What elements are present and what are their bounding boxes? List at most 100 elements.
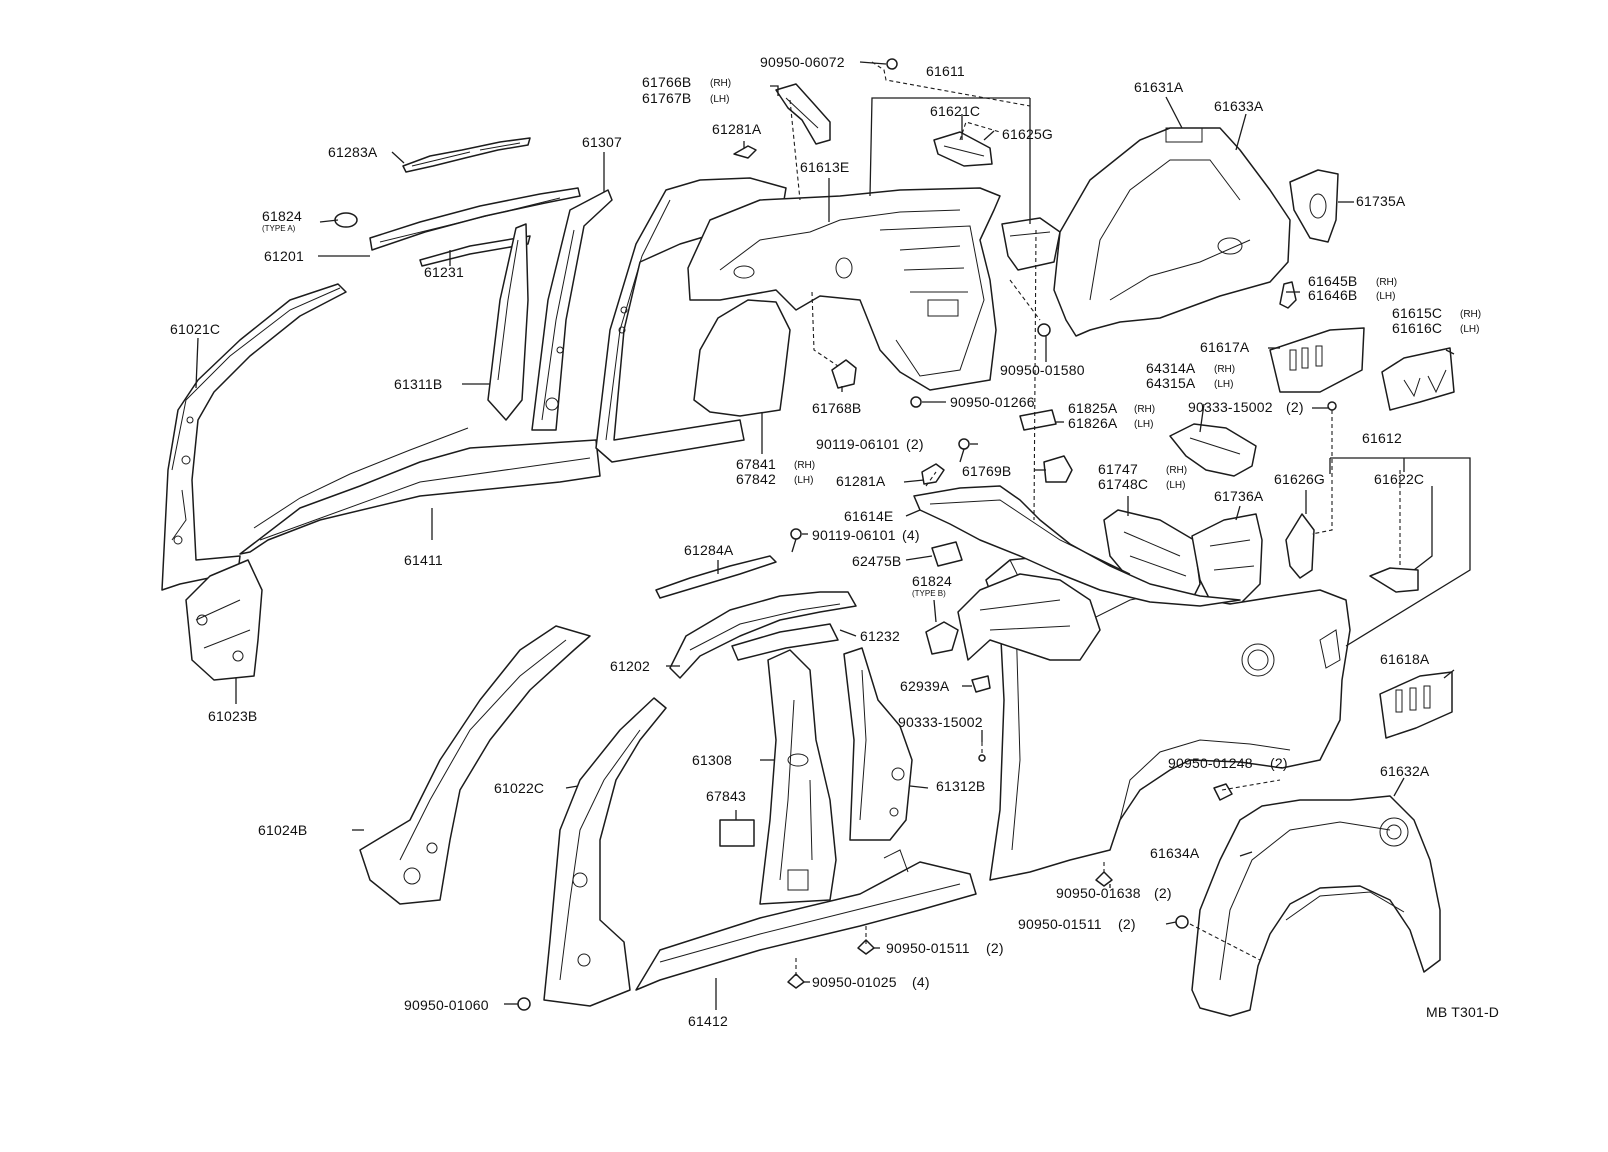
part-90333-15002a-shape (1327, 401, 1337, 411)
part-90950-01266-shape (910, 396, 922, 408)
label-90950-01511-b-qty: (2) (1118, 916, 1136, 932)
part-61618a-shape (1379, 671, 1453, 739)
label-61631a: 61631A (1134, 79, 1184, 95)
label-61621c: 61621C (930, 103, 980, 119)
part-61311b-shape (487, 223, 529, 421)
part-62939a-shape (971, 675, 991, 693)
part-61202-shape (669, 591, 857, 679)
part-61766b-shape (775, 83, 831, 145)
label-61202: 61202 (610, 658, 650, 674)
label-61736a: 61736A (1214, 488, 1264, 504)
label-61308: 61308 (692, 752, 732, 768)
label-90333-15002-a-qty: (2) (1286, 399, 1304, 415)
label-61412: 61412 (688, 1013, 728, 1029)
label-90950-01060: 90950-01060 (404, 997, 489, 1013)
label-61826a: 61826A (1068, 415, 1118, 431)
part-61307-shape (531, 189, 613, 431)
label-90950-01511-b: 90950-01511 (1018, 916, 1102, 932)
part-61768b-shape (831, 359, 857, 389)
label-61632a: 61632A (1380, 763, 1430, 779)
label-61232: 61232 (860, 628, 900, 644)
part-61201-shape (369, 187, 581, 251)
part-61824a-shape (334, 212, 358, 228)
label-61614e: 61614E (844, 508, 893, 524)
part-61769b-shape (1043, 455, 1073, 483)
label-90950-01248: 90950-01248 (1168, 755, 1253, 771)
part-61622c-shape (1369, 567, 1419, 593)
label-61625g: 61625G (1002, 126, 1053, 142)
label-90119-06101-b-qty: (4) (902, 527, 920, 543)
part-90950-01248-shape (1213, 783, 1233, 801)
label-90119-06101-a-qty: (2) (906, 436, 924, 452)
label-90950-01266: 90950-01266 (950, 394, 1035, 410)
part-61615c-shape (1381, 347, 1455, 411)
label-61615c-rh: (RH) (1460, 309, 1481, 320)
label-61766b-rh: (RH) (710, 78, 731, 89)
label-61824-type-b-suffix: (TYPE B) (912, 589, 946, 598)
part-61308-shape (759, 649, 837, 905)
label-61281a-mid: 61281A (836, 473, 886, 489)
part-61412-shape (635, 849, 977, 991)
part-labels: 61283A 61307 61281A 61766B (RH) 61767B (… (170, 54, 1499, 1029)
part-61022c-shape (543, 697, 667, 1007)
part-61645b-shape (1279, 281, 1297, 309)
label-61616c: 61616C (1392, 320, 1442, 336)
part-61284a-shape (655, 555, 777, 599)
part-61824b-shape (925, 621, 959, 655)
label-61281a-top: 61281A (712, 121, 762, 137)
label-67841: 67841 (736, 456, 776, 472)
label-61645b-rh: (RH) (1376, 277, 1397, 288)
label-64315a: 64315A (1146, 375, 1196, 391)
label-61748c-lh: (LH) (1166, 480, 1185, 491)
label-61824-type-a-suffix: (TYPE A) (262, 224, 296, 233)
label-90950-01638: 90950-01638 (1056, 885, 1141, 901)
part-61283a-shape (402, 137, 531, 173)
label-61612: 61612 (1362, 430, 1402, 446)
part-quarter-inner-shape (957, 573, 1101, 661)
label-61411: 61411 (404, 552, 443, 568)
label-90950-01580: 90950-01580 (1000, 362, 1085, 378)
part-61631a-shape (1053, 127, 1291, 337)
label-61613e: 61613E (800, 159, 849, 175)
part-67843-shape (719, 819, 755, 847)
part-61023b-shape (185, 559, 263, 681)
label-67841-rh: (RH) (794, 460, 815, 471)
label-61735a: 61735A (1356, 193, 1406, 209)
label-90950-01638-qty: (2) (1154, 885, 1172, 901)
part-90119-06101b-shape (790, 528, 802, 553)
part-64314a-shape (1169, 423, 1257, 477)
diagram-code: MB T301-D (1426, 1004, 1499, 1020)
part-61281a-mid-shape (921, 463, 945, 485)
part-61625g-shape (1001, 217, 1061, 271)
part-90950-01580-shape (1037, 323, 1051, 337)
label-67842-lh: (LH) (794, 475, 813, 486)
label-61311b: 61311B (394, 376, 442, 392)
part-61021c-shape (161, 283, 347, 591)
part-61617a-shape (1269, 327, 1365, 393)
part-61231-shape (419, 235, 531, 267)
part-61232-shape (731, 623, 839, 661)
label-61768b: 61768B (812, 400, 861, 416)
label-90950-01511-a: 90950-01511 (886, 940, 970, 956)
label-90950-01248-qty: (2) (1270, 755, 1288, 771)
label-61307: 61307 (582, 134, 622, 150)
label-61824-type-b: 61824 (912, 573, 952, 589)
label-61283a: 61283A (328, 144, 378, 160)
label-61634a: 61634A (1150, 845, 1200, 861)
label-90333-15002-b: 90333-15002 (898, 714, 983, 730)
label-61824-type-a: 61824 (262, 208, 302, 224)
label-61616c-lh: (LH) (1460, 324, 1479, 335)
label-61748c: 61748C (1098, 476, 1148, 492)
part-61747-shape (1103, 509, 1201, 605)
label-61023b: 61023B (208, 708, 257, 724)
label-61024b: 61024B (258, 822, 307, 838)
label-64314a-rh: (RH) (1214, 364, 1235, 375)
part-90950-01025-shape (787, 973, 805, 989)
part-61825a-shape (1019, 409, 1057, 431)
label-61825a: 61825A (1068, 400, 1118, 416)
label-61769b: 61769B (962, 463, 1011, 479)
label-61646b: 61646B (1308, 287, 1357, 303)
label-61618a: 61618A (1380, 651, 1430, 667)
